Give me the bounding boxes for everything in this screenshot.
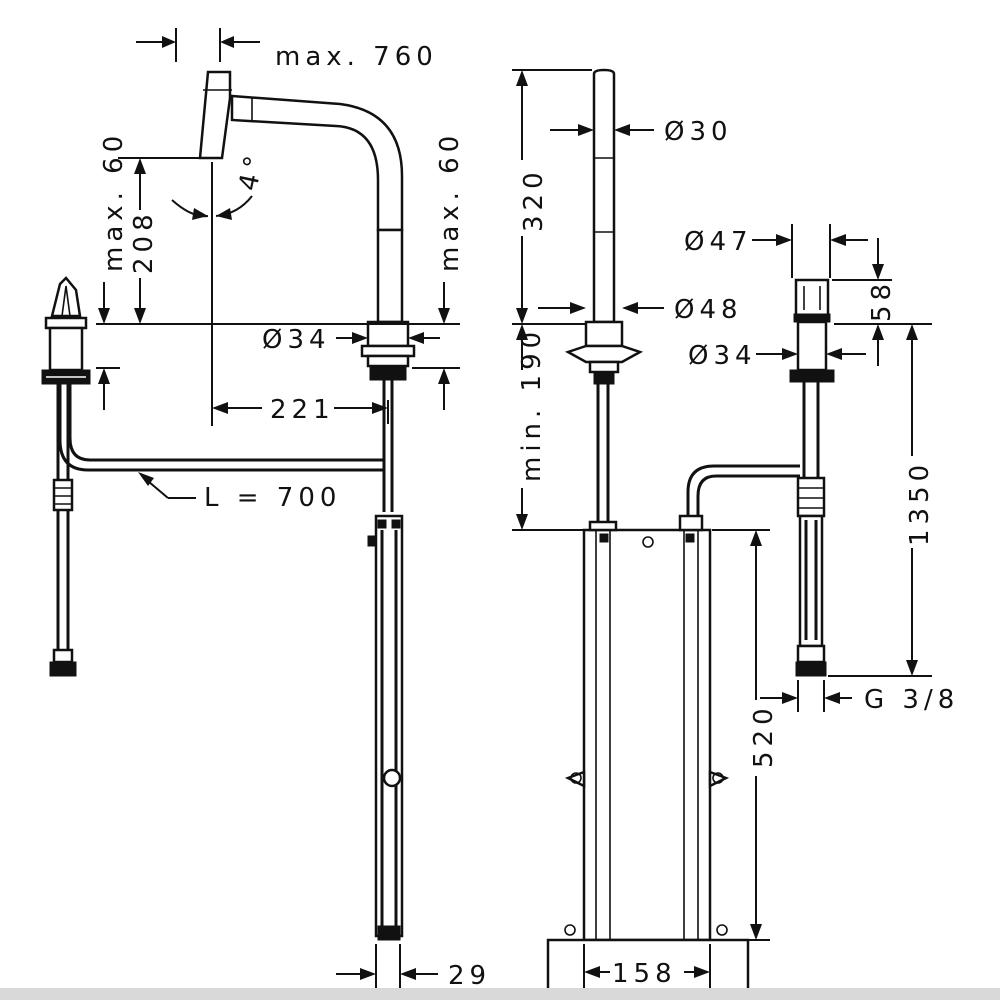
dim-max-760: max. 760 — [275, 42, 438, 72]
dim-158: 158 — [612, 959, 677, 989]
dim-dia-47: Ø47 — [684, 227, 753, 257]
dim-max-60-left: max. 60 — [99, 131, 129, 272]
dim-dia-34-left: Ø34 — [262, 325, 331, 355]
dim-320: 320 — [519, 167, 549, 232]
dim-dia-30: Ø30 — [664, 117, 733, 147]
dim-29: 29 — [448, 961, 491, 991]
dim-208: 208 — [129, 209, 159, 274]
bottom-scrollbar-strip — [0, 988, 1000, 1000]
dim-221: 221 — [270, 395, 335, 425]
dim-58: 58 — [867, 279, 897, 322]
side-spray-view: Ø47 58 Ø34 1350 G 3/8 — [684, 224, 959, 715]
dim-max-60-right: max. 60 — [435, 131, 465, 272]
dim-l-700: L = 700 — [204, 483, 341, 513]
dim-dia-34-right: Ø34 — [688, 341, 757, 371]
faucet-front-view: 320 Ø30 Ø48 min. 190 520 158 — [512, 68, 800, 992]
dim-min-190: min. 190 — [517, 327, 547, 482]
dim-520: 520 — [749, 703, 779, 768]
dim-g-3-8: G 3/8 — [864, 685, 959, 715]
dim-dia-48: Ø48 — [674, 295, 743, 325]
dim-angle-4: 4° — [234, 149, 272, 194]
dim-1350: 1350 — [905, 460, 935, 546]
faucet-side-view: max. 760 max. 60 208 4° max. 60 — [41, 28, 491, 991]
